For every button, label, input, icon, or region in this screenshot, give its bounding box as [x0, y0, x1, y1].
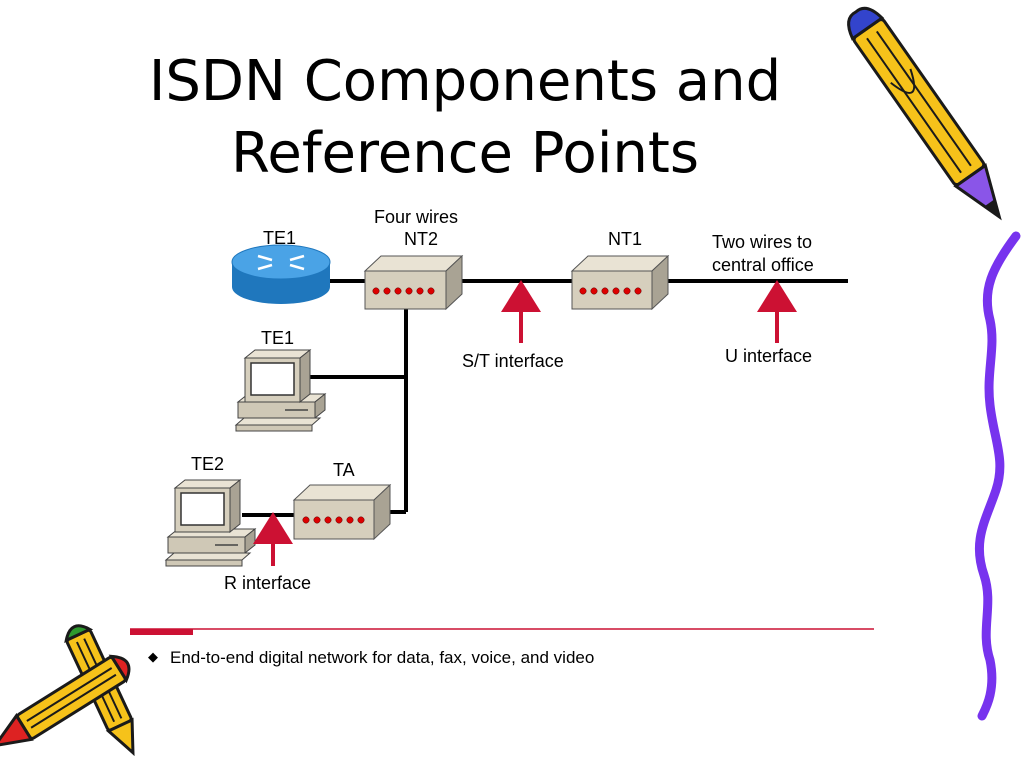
bullet-diamond-icon: ◆: [148, 649, 158, 664]
bullet-point: ◆ End-to-end digital network for data, fa…: [148, 648, 594, 668]
label-four-wires: Four wires: [374, 207, 458, 227]
bullet-text: End-to-end digital network for data, fax…: [170, 648, 595, 667]
router-icon: [231, 244, 331, 304]
computer-icon: [234, 348, 327, 432]
title-line-1: ISDN Components and: [148, 49, 782, 114]
squiggle-decoration: [974, 231, 1021, 721]
label-two-wires-2: central office: [712, 255, 814, 275]
ta-device: [292, 483, 392, 541]
divider-accent: [130, 629, 193, 635]
slide-title: ISDN Components and Reference Points: [40, 46, 890, 190]
pencil-icon: [847, 6, 1002, 221]
label-te1-router: TE1: [263, 228, 296, 248]
pencil-icon: [0, 654, 131, 748]
label-ta: TA: [333, 460, 355, 480]
label-r-interface: R interface: [224, 573, 311, 593]
label-st-interface: S/T interface: [462, 351, 564, 371]
computer-icon: [164, 478, 257, 567]
label-u-interface: U interface: [725, 346, 812, 366]
label-nt2: NT2: [404, 229, 438, 249]
label-two-wires-1: Two wires to: [712, 232, 812, 252]
title-line-2: Reference Points: [230, 121, 699, 186]
nt2-device: [363, 254, 464, 311]
nt1-device: [570, 254, 670, 311]
label-te2: TE2: [191, 454, 224, 474]
label-te1-pc: TE1: [261, 328, 294, 348]
label-nt1: NT1: [608, 229, 642, 249]
